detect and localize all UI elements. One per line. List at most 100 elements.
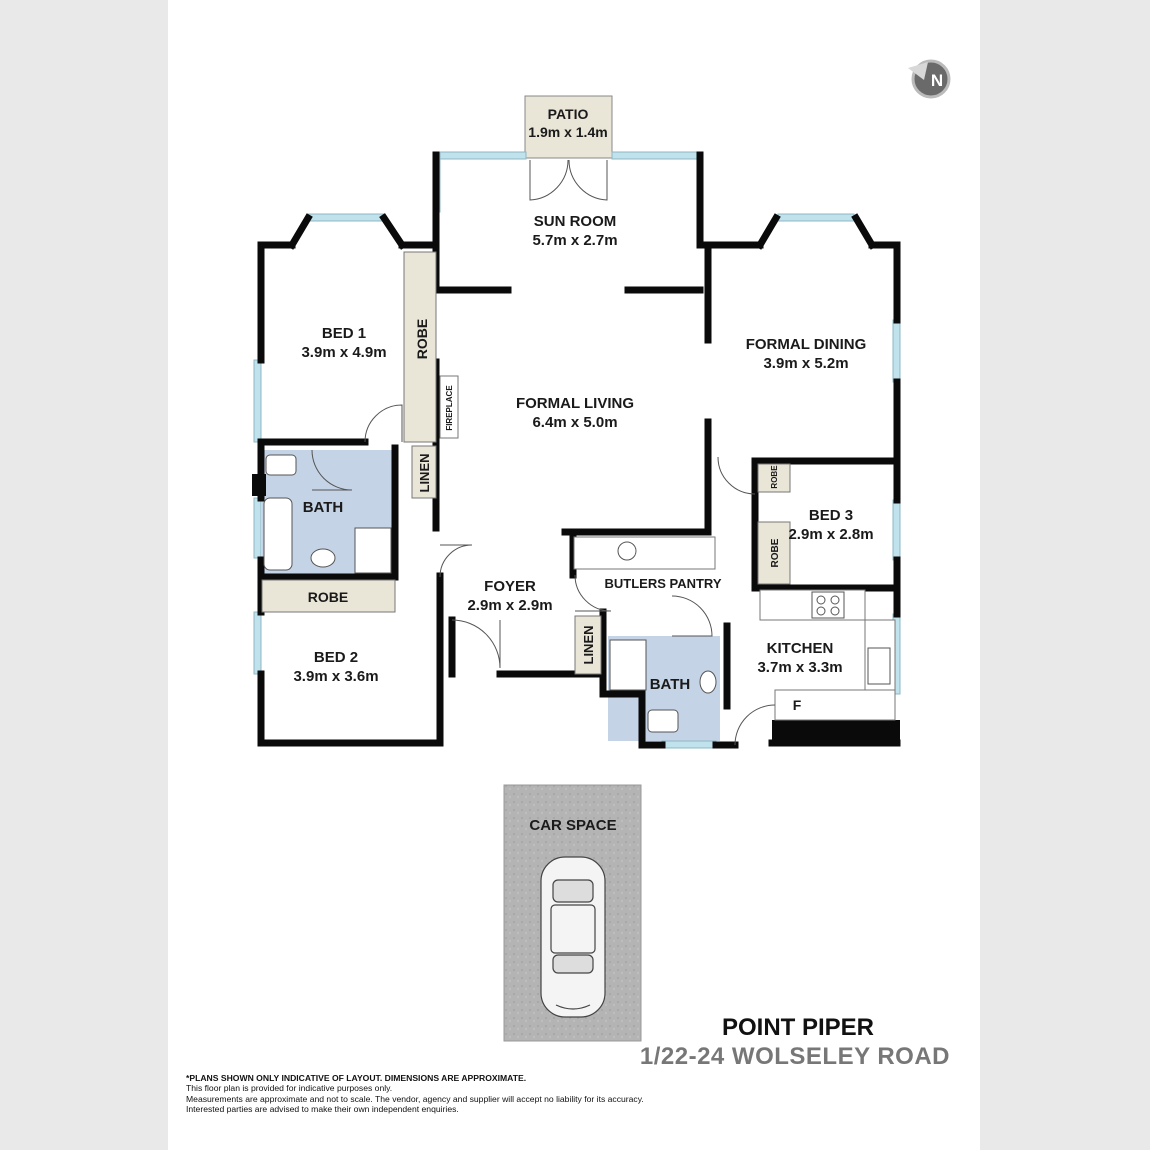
suburb-title: POINT PIPER — [721, 1014, 874, 1041]
window-bed2-west — [253, 611, 262, 675]
kitchen-bench-south — [774, 689, 896, 721]
compass-letter: N — [931, 71, 943, 90]
robe-bed3-side — [757, 521, 791, 585]
patio-label: PATIO — [548, 106, 589, 122]
hob-1 — [816, 595, 826, 605]
bed2-label: BED 2 — [314, 649, 358, 666]
bath-main-label: BATH — [303, 499, 344, 516]
formal-living-size: 6.4m x 5.0m — [532, 414, 617, 431]
toilet — [265, 454, 297, 476]
storage — [261, 251, 896, 721]
formal-dining-label: FORMAL DINING — [746, 336, 867, 353]
disclaimer-line: *PLANS SHOWN ONLY INDICATIVE OF LAYOUT. … — [186, 1073, 527, 1083]
robe-bed2-label: ROBE — [308, 589, 348, 605]
foyer-size: 2.9m x 2.9m — [467, 597, 552, 614]
hob-4 — [830, 606, 840, 616]
room-labels: PATIO 1.9m x 1.4m SUN ROOM 5.7m x 2.7m B… — [293, 106, 873, 834]
hob-2 — [830, 595, 840, 605]
window-sunroom-left — [439, 151, 527, 160]
kitchen-sink — [867, 647, 891, 685]
pantry-bench — [573, 536, 716, 570]
patio-size: 1.9m x 1.4m — [528, 124, 607, 140]
pantry-sink — [617, 541, 637, 561]
bath-small-label: BATH — [650, 676, 691, 693]
bed3-label: BED 3 — [809, 507, 853, 524]
door-bath-small — [671, 595, 713, 637]
wall-bed1-bay-left — [287, 213, 313, 250]
window-dining-bay — [777, 213, 855, 222]
car-roof — [550, 904, 596, 954]
car-rear-window — [552, 954, 594, 974]
shower — [354, 527, 392, 574]
robe-bed2 — [261, 579, 396, 613]
kitchen-size: 3.7m x 3.3m — [757, 659, 842, 676]
door-patio-left — [529, 159, 569, 201]
hob-3 — [816, 606, 826, 616]
car-windscreen — [552, 879, 594, 903]
fixtures-bath-small — [609, 639, 717, 733]
fridge-label: F — [793, 697, 802, 713]
shower-small — [609, 639, 647, 691]
door-bath — [311, 449, 353, 491]
butlers-pantry-label: BUTLERS PANTRY — [605, 576, 722, 591]
patio-floor — [524, 95, 613, 159]
robe-bed1-label: ROBE — [414, 319, 430, 359]
door-pantry — [574, 574, 612, 612]
linen-main-label: LINEN — [417, 454, 432, 493]
bathtub — [263, 497, 293, 571]
bed2-size: 3.9m x 3.6m — [293, 668, 378, 685]
door-foyer-left — [439, 544, 473, 578]
basin — [310, 548, 336, 568]
window-bed3-east — [892, 499, 901, 561]
robe-bed1 — [403, 251, 437, 443]
window-bed1-west — [253, 359, 262, 443]
kitchen-label: KITCHEN — [767, 640, 834, 657]
wall-dining-bay-right — [851, 213, 877, 250]
door-front — [451, 619, 501, 669]
compass-icon: N — [908, 59, 951, 99]
linen-main — [411, 445, 437, 499]
window-bath-west — [253, 497, 262, 559]
door-kitchen — [734, 704, 776, 746]
wall-dining-bay-left — [755, 213, 781, 250]
robe-bed3-top-label: ROBE — [770, 465, 779, 489]
robe-bed3-top — [757, 463, 791, 493]
foyer-label: FOYER — [484, 578, 536, 595]
fixtures-kitchen — [617, 541, 891, 685]
formal-living-label: FORMAL LIVING — [516, 395, 634, 412]
linen-foyer — [574, 615, 602, 675]
window-bed1-bay — [307, 213, 385, 222]
disclaimer-line: Measurements are approximate and not to … — [186, 1093, 644, 1104]
toilet-small — [647, 709, 679, 733]
linen-foyer-label: LINEN — [581, 626, 596, 665]
wall-bath-small — [599, 608, 739, 749]
door-bed3 — [717, 456, 756, 495]
car — [540, 856, 606, 1018]
formal-dining-size: 3.9m x 5.2m — [763, 355, 848, 372]
wall-bed1-bay-right — [379, 213, 407, 250]
window-dining-east — [892, 319, 901, 383]
bath-wall-block — [252, 474, 266, 496]
address-title: 1/22-24 WOLSELEY ROAD — [639, 1043, 950, 1070]
window-bath-small-south — [661, 740, 717, 749]
robe-bed3-side-label: ROBE — [770, 538, 781, 567]
sun-room-label: SUN ROOM — [534, 213, 617, 230]
fixture-labels: ROBE LINEN FIREPLACE ROBE ROBE ROBE LINE… — [308, 319, 802, 713]
car-grille — [555, 1004, 591, 1010]
basin-small — [699, 670, 717, 694]
bed1-size: 3.9m x 4.9m — [301, 344, 386, 361]
kitchen-south-block — [772, 720, 900, 746]
fireplace — [439, 375, 459, 439]
disclaimer-line: Interested parties are advised to make t… — [186, 1104, 459, 1115]
doors — [311, 159, 776, 746]
disclaimer: *PLANS SHOWN ONLY INDICATIVE OF LAYOUT. … — [186, 1073, 706, 1115]
sun-room-size: 5.7m x 2.7m — [532, 232, 617, 249]
fixtures-bath-main — [263, 454, 392, 574]
fireplace-label: FIREPLACE — [445, 385, 454, 431]
bed1-label: BED 1 — [322, 325, 366, 342]
door-bed1 — [364, 404, 403, 443]
window-sunroom-right — [611, 151, 699, 160]
bed3-size: 2.9m x 2.8m — [788, 526, 873, 543]
door-patio-right — [568, 159, 608, 201]
